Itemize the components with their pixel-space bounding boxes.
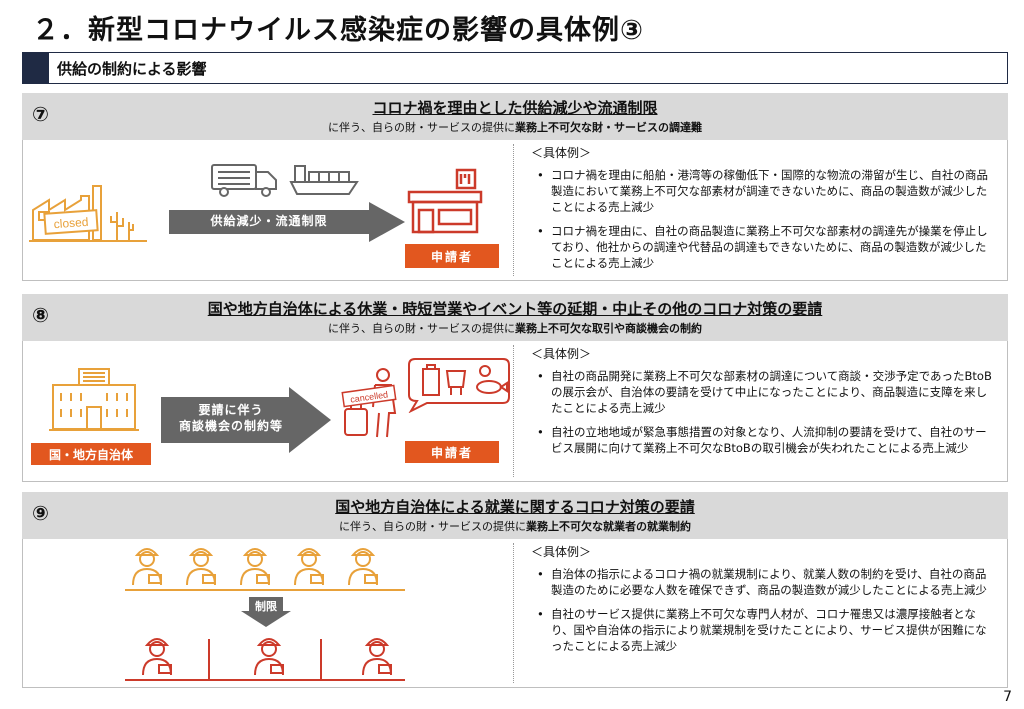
subheader-accent-bar	[23, 53, 49, 83]
section-subtitle: に伴う、自らの財・サービスの提供に業務上不可欠な取引や商談機会の制約	[22, 320, 1008, 336]
truck-icon	[211, 164, 277, 197]
subtitle-text: に伴う、自らの財・サービスの提供に	[328, 121, 515, 134]
request-arrow-label: 要請に伴う 商談機会の制約等	[161, 402, 301, 434]
example-item: 自社の立地地域が緊急事態措置の対象となり、人流抑制の要請を受けて、自社のサービス…	[531, 424, 997, 456]
closed-sign-label: closed	[53, 215, 89, 231]
subheader-text: 供給の制約による影響	[57, 59, 207, 78]
example-item: 自社のサービス提供に業務上不可欠な専門人材が、コロナ罹患又は濃厚接触者となり、国…	[531, 606, 997, 654]
example-item: 自社の商品開発に業務上不可欠な部素材の調達について商談・交渉予定であったBtoB…	[531, 368, 997, 416]
supply-restriction-arrow-label: 供給減少・流通制限	[210, 214, 328, 228]
workers-after-icon	[125, 638, 405, 681]
section-body: 国・地方自治体 要請に伴う 商談機会の制約等 cancelled	[22, 341, 1008, 482]
section-header: ⑦ コロナ禍を理由とした供給減少や流通制限 に伴う、自らの財・サービスの提供に業…	[22, 93, 1008, 140]
closed-factory-icon: closed	[29, 185, 147, 242]
government-tag: 国・地方自治体	[31, 443, 151, 465]
examples-list: ＜具体例＞ 自社の商品開発に業務上不可欠な部素材の調達について商談・交渉予定であ…	[531, 345, 997, 464]
subtitle-text: に伴う、自らの財・サービスの提供に	[339, 520, 526, 533]
section-divider	[513, 543, 514, 683]
example-item: コロナ禍を理由に船舶・港湾等の稼働低下・国際的な物流の滞留が生じ、自社の商品製造…	[531, 167, 997, 215]
examples-label: ＜具体例＞	[531, 347, 592, 361]
section-header: ⑨ 国や地方自治体による就業に関するコロナ対策の要請 に伴う、自らの財・サービス…	[22, 492, 1008, 539]
section-header: ⑧ 国や地方自治体による休業・時短営業やイベント等の延期・中止その他のコロナ対策…	[22, 294, 1008, 341]
section-title: コロナ禍を理由とした供給減少や流通制限	[372, 99, 658, 117]
section-9: ⑨ 国や地方自治体による就業に関するコロナ対策の要請 に伴う、自らの財・サービス…	[22, 492, 1008, 688]
shop-icon	[407, 168, 483, 234]
section-body: closed 供給減少・流通制限	[22, 140, 1008, 281]
section-subheader: 供給の制約による影響	[22, 52, 1008, 84]
examples-list: ＜具体例＞ コロナ禍を理由に船舶・港湾等の稼働低下・国際的な物流の滞留が生じ、自…	[531, 144, 997, 279]
restriction-down-arrow	[241, 597, 291, 627]
section-title: 国や地方自治体による休業・時短営業やイベント等の延期・中止その他のコロナ対策の要…	[207, 300, 823, 318]
ship-icon	[289, 165, 359, 195]
applicant-tag: 申請者	[405, 244, 499, 268]
example-item: 自治体の指示によるコロナ禍の就業規制により、就業人数の制約を受け、自社の商品製造…	[531, 566, 997, 598]
subtitle-bold-text: 業務上不可欠な財・サービスの調達難	[515, 121, 702, 134]
examples-label: ＜具体例＞	[531, 146, 592, 160]
page-number: 7	[1003, 689, 1012, 705]
government-building-icon	[49, 368, 139, 431]
workers-before-icon	[125, 548, 405, 591]
applicant-tag: 申請者	[405, 441, 499, 463]
arrow-label-line2: 商談機会の制約等	[178, 419, 283, 433]
section-number: ⑦	[32, 102, 49, 126]
request-arrow	[161, 387, 331, 453]
traveler-cancelled-icon: cancelled	[341, 368, 397, 438]
section-number: ⑨	[32, 501, 49, 525]
section-number: ⑧	[32, 303, 49, 327]
examples-list: ＜具体例＞ 自治体の指示によるコロナ禍の就業規制により、就業人数の制約を受け、自…	[531, 543, 997, 662]
examples-label: ＜具体例＞	[531, 545, 592, 559]
section-subtitle: に伴う、自らの財・サービスの提供に業務上不可欠な就業者の就業制約	[22, 518, 1008, 534]
restriction-arrow-label: 制限	[255, 600, 277, 613]
arrow-label-line1: 要請に伴う	[198, 403, 264, 417]
subtitle-text: に伴う、自らの財・サービスの提供に	[328, 322, 515, 335]
section-8: ⑧ 国や地方自治体による休業・時短営業やイベント等の延期・中止その他のコロナ対策…	[22, 294, 1008, 482]
exhibition-speech-bubble-icon	[408, 358, 510, 413]
section-subtitle: に伴う、自らの財・サービスの提供に業務上不可欠な財・サービスの調達難	[22, 119, 1008, 135]
section-divider	[513, 345, 514, 477]
section-divider	[513, 144, 514, 276]
section-title: 国や地方自治体による就業に関するコロナ対策の要請	[335, 498, 695, 516]
supply-restriction-arrow	[169, 202, 405, 242]
example-item: コロナ禍を理由に、自社の商品製造に業務上不可欠な部素材の調達先が操業を停止してお…	[531, 223, 997, 271]
subtitle-bold-text: 業務上不可欠な取引や商談機会の制約	[515, 322, 702, 335]
section-body: 制限 ＜具体例＞ 自治体の指示によるコロナ禍の就業規制により、就業人数の制約を受…	[22, 539, 1008, 688]
page-title: ２．新型コロナウイルス感染症の影響の具体例③	[32, 15, 644, 46]
subtitle-bold-text: 業務上不可欠な就業者の就業制約	[526, 520, 691, 533]
section-7: ⑦ コロナ禍を理由とした供給減少や流通制限 に伴う、自らの財・サービスの提供に業…	[22, 93, 1008, 281]
